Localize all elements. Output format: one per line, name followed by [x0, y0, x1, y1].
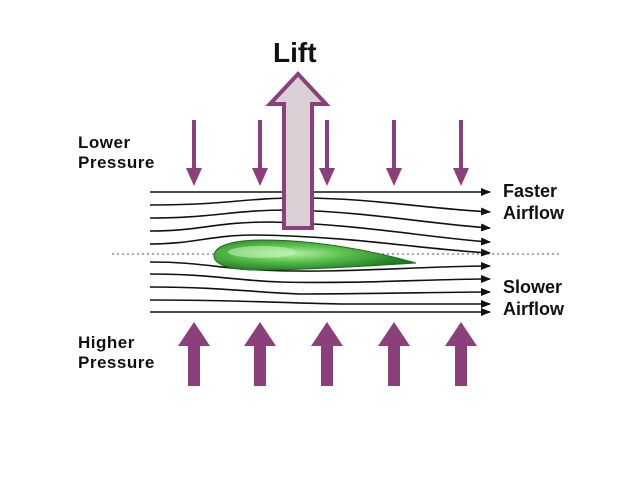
streamline [149, 221, 491, 246]
faster-airflow-label: Faster Airflow [503, 181, 564, 223]
streamline [149, 209, 491, 232]
pressure-arrow-icon [386, 120, 402, 186]
streamline [149, 197, 491, 216]
pressure-arrow-icon [319, 120, 335, 186]
lift-label: Lift [273, 37, 317, 68]
airfoil-highlight [228, 246, 296, 258]
pressure-arrow-icon [453, 120, 469, 186]
higher-pressure-label: Higher Pressure [78, 333, 155, 373]
pressure-arrow-icon [378, 322, 410, 386]
pressure-arrow-icon [186, 120, 202, 186]
lift-arrow-icon [265, 71, 331, 230]
higher-pressure-arrows [178, 322, 477, 386]
streamline [149, 261, 491, 272]
pressure-arrow-icon [178, 322, 210, 386]
pressure-arrow-icon [445, 322, 477, 386]
streamline [149, 273, 491, 284]
streamline [149, 286, 491, 297]
pressure-arrow-icon [311, 322, 343, 386]
streamline [149, 234, 491, 257]
pressure-arrow-icon [244, 322, 276, 386]
lower-pressure-arrows [186, 120, 469, 186]
airfoil [213, 239, 417, 271]
lower-pressure-label: Lower Pressure [78, 133, 155, 173]
slower-airflow-label: Slower Airflow [503, 277, 564, 319]
pressure-arrow-icon [252, 120, 268, 186]
streamline [149, 299, 491, 308]
lower-streamlines [149, 261, 491, 316]
